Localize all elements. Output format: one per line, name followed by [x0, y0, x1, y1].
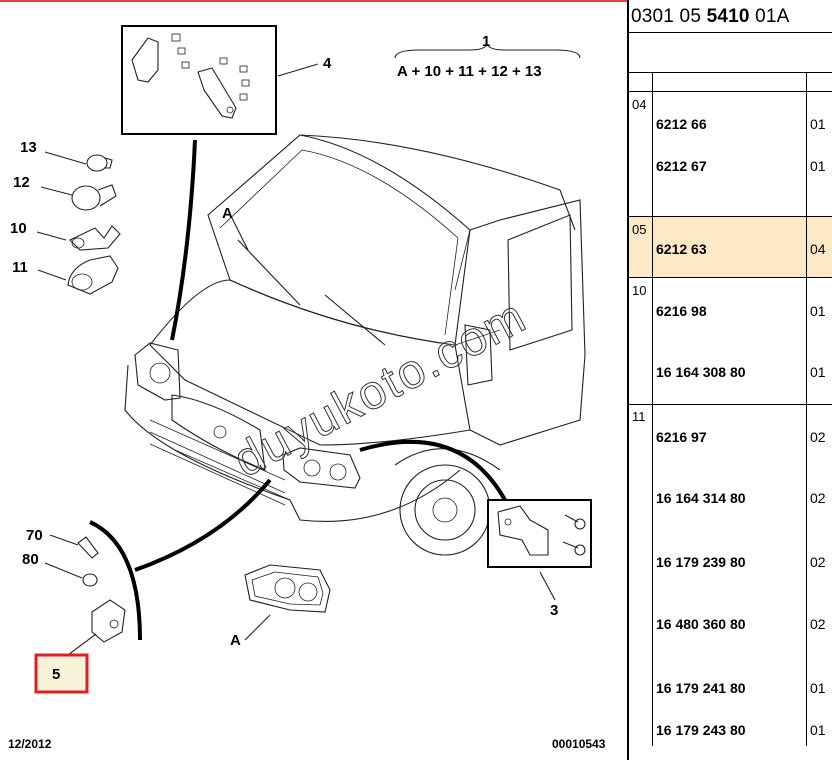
part-quantity: 02: [810, 616, 826, 632]
part-quantity: 01: [810, 158, 826, 174]
part-quantity: 01: [810, 364, 826, 380]
clip-5: [91, 599, 126, 643]
part-reference[interactable]: 16 179 243 80: [656, 722, 746, 738]
callout-13: 13: [20, 139, 37, 156]
part-quantity: 01: [810, 303, 826, 319]
bulb-10: [69, 225, 121, 251]
catalog-header-suffix: 01A: [749, 6, 790, 27]
headlamp-right-on-van: [282, 447, 361, 489]
header-rule: [629, 32, 832, 33]
part-reference[interactable]: 16 179 241 80: [656, 680, 746, 696]
callout-11: 11: [12, 259, 28, 276]
rule-05: [629, 277, 832, 278]
bracket-kit-box-4: [121, 25, 277, 135]
part-reference[interactable]: 16 179 239 80: [656, 554, 746, 570]
part-quantity: 01: [810, 722, 826, 738]
rule-04: [629, 216, 832, 217]
screw-70: [77, 536, 99, 559]
group-code: 11: [632, 409, 646, 424]
leader-box3: [359, 439, 507, 501]
bracket-curve: [89, 520, 142, 641]
headlamp-left-on-van: [134, 342, 181, 401]
col-rule-1: [652, 72, 653, 746]
top-rule: [0, 0, 627, 2]
catalog-header-prefix: 0301 05: [631, 6, 707, 27]
part-reference[interactable]: 6212 67: [656, 158, 707, 174]
part-reference[interactable]: 6212 63: [656, 241, 707, 257]
part-reference[interactable]: 6216 98: [656, 303, 707, 319]
part-quantity: 02: [810, 429, 826, 445]
headlamp-unit-a: [244, 564, 331, 613]
leaders-bulbs: [36, 151, 87, 281]
table-top-rule: [629, 72, 832, 73]
part-reference[interactable]: 16 480 360 80: [656, 616, 746, 632]
diagram-code: 00010543: [552, 737, 606, 751]
callout-1: 1: [482, 33, 490, 50]
leader-a-bottom: [244, 614, 271, 641]
callout-12: 12: [13, 174, 30, 191]
part-reference[interactable]: 16 164 308 80: [656, 364, 746, 380]
leader-clip: [134, 478, 272, 572]
part-reference[interactable]: 6212 66: [656, 116, 707, 132]
bulb-11: [67, 255, 119, 295]
callout-4: 4: [323, 55, 332, 72]
leader-a-top: [231, 217, 249, 251]
rule-10: [629, 404, 832, 405]
col-rule-2: [806, 72, 807, 746]
leader-4: [277, 63, 319, 77]
nut-80: [82, 573, 98, 587]
callout-a-bottom: A: [230, 632, 241, 649]
leaders-70-80: [44, 534, 83, 579]
part-quantity: 01: [810, 680, 826, 696]
callout-5-highlight[interactable]: [34, 653, 89, 694]
leader-box4: [170, 139, 197, 341]
row-highlight-05[interactable]: [629, 216, 832, 277]
callout-a-top: A: [222, 205, 233, 222]
group-code: 04: [632, 97, 647, 112]
part-reference[interactable]: 16 164 314 80: [656, 490, 746, 506]
bulb-13: [86, 154, 113, 172]
table-head-rule: [629, 91, 832, 92]
diagram-date: 12/2012: [8, 737, 52, 751]
callout-70: 70: [26, 527, 43, 544]
group-code: 10: [632, 283, 647, 298]
callout-80: 80: [22, 551, 39, 568]
bracket-kit-box-3: [487, 499, 592, 568]
callout-1-formula: A + 10 + 11 + 12 + 13: [397, 63, 542, 80]
callout-3: 3: [550, 602, 558, 619]
part-quantity: 02: [810, 490, 826, 506]
catalog-header-bold: 5410: [706, 6, 750, 27]
panel-divider: [627, 0, 629, 760]
group-code: 05: [632, 222, 647, 237]
part-quantity: 04: [810, 241, 826, 257]
exploded-diagram: .ln { fill: none; stroke: #222; stroke-w…: [8, 25, 606, 751]
bulb-12: [71, 184, 117, 211]
part-reference[interactable]: 6216 97: [656, 429, 707, 445]
part-quantity: 01: [810, 116, 826, 132]
brace-1: [394, 42, 581, 59]
part-quantity: 02: [810, 554, 826, 570]
catalog-header: 0301 05 5410 01A: [631, 6, 790, 28]
leader-3: [539, 571, 556, 601]
callout-10: 10: [10, 220, 27, 237]
van-drawing: [124, 134, 586, 556]
callout-5: 5: [52, 666, 60, 683]
